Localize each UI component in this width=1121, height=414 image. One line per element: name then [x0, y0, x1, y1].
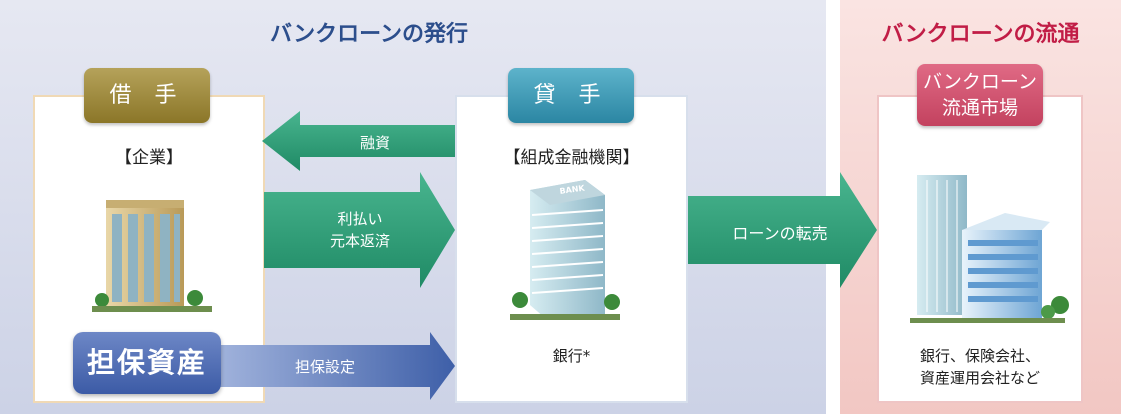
collateral-setting-label: 担保設定 — [294, 358, 355, 376]
bank-building-icon — [510, 180, 620, 320]
bank-sign: BANK — [559, 183, 586, 196]
interest-arrow — [264, 172, 455, 288]
loan-arrow — [262, 111, 455, 171]
transfer-arrow — [688, 172, 877, 288]
interest-arrow-label: 利払い 元本返済 — [290, 208, 430, 252]
corporate-building-icon — [92, 200, 212, 312]
loan-arrow-label: 融資 — [359, 134, 390, 152]
market-tab-line2: 流通市場 — [941, 97, 1018, 119]
market-box — [877, 95, 1083, 403]
transfer-arrow-label: ローンの転売 — [732, 224, 828, 243]
investors-line1: 銀行、保険会社、 — [919, 347, 1040, 365]
market-buildings-icon — [910, 175, 1069, 323]
corporate-label: 【企業】 — [115, 148, 183, 168]
interest-line2: 元本返済 — [329, 232, 390, 250]
investors-line2: 資産運用会社など — [919, 369, 1040, 387]
collateral-badge: 担保資産 — [73, 332, 221, 394]
market-tab-line1: バンクローン — [922, 71, 1037, 93]
circulation-title: バンクローンの流通 — [881, 22, 1080, 47]
bank-label: 銀行* — [552, 347, 591, 365]
financial-institution-label: 【組成金融機関】 — [503, 148, 640, 168]
collateral-arrow — [200, 332, 455, 400]
issuance-title: バンクローンの発行 — [269, 22, 468, 47]
borrower-tab: 借 手 — [84, 68, 210, 123]
market-tab: バンクローン 流通市場 — [917, 64, 1043, 126]
investors-label: 銀行、保険会社、 資産運用会社など — [877, 345, 1083, 389]
lender-tab: 貸 手 — [508, 68, 634, 123]
interest-line1: 利払い — [337, 210, 383, 228]
